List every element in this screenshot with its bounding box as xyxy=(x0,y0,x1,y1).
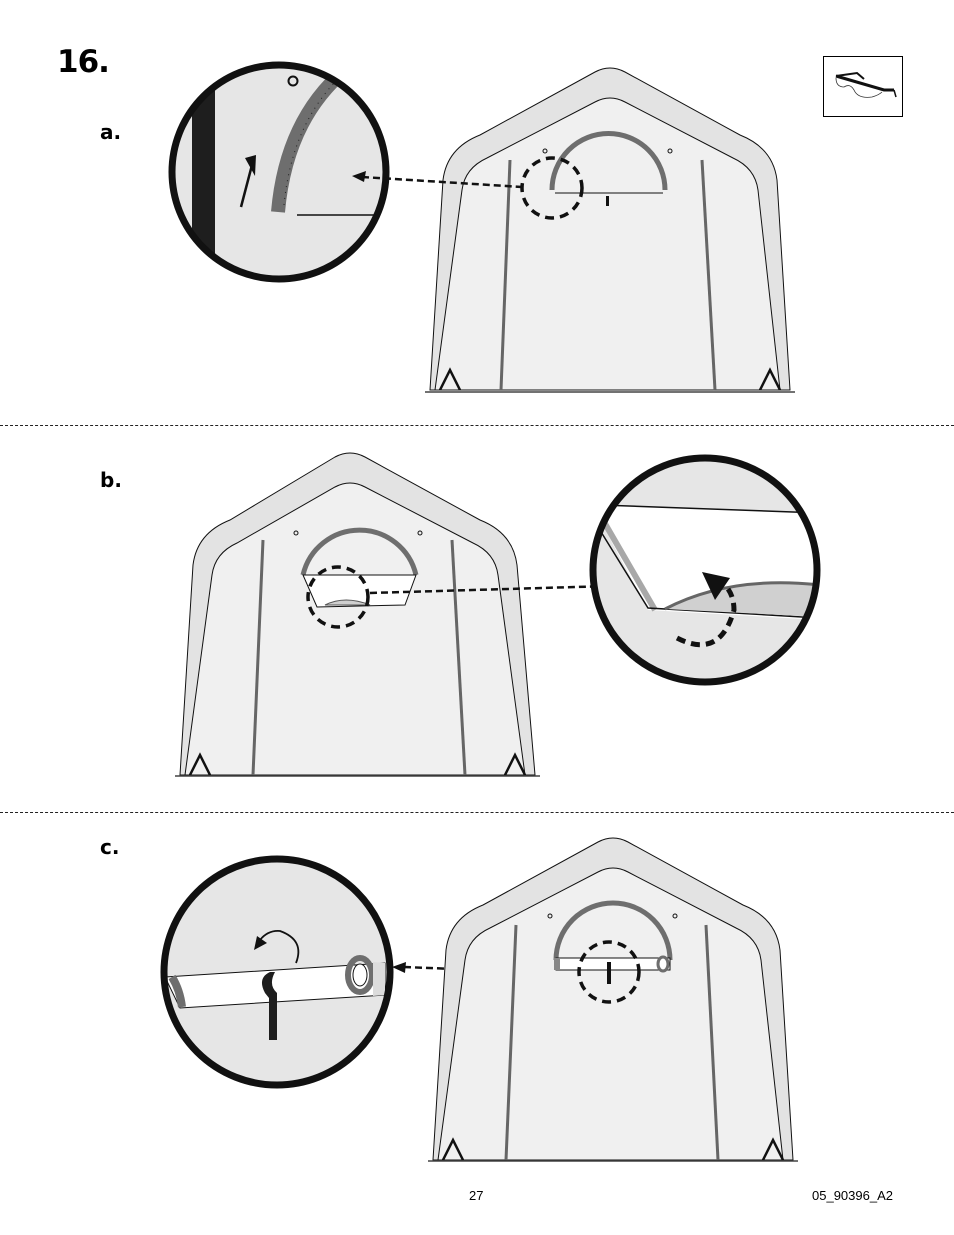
callout-arrow-a xyxy=(352,171,523,189)
section-divider xyxy=(0,812,954,813)
tent-illustration-c xyxy=(428,837,798,1162)
tent-illustration-a xyxy=(425,67,795,393)
detail-circle-c xyxy=(160,855,394,1089)
detail-callout-circle-b xyxy=(306,565,370,629)
rotate-arrow-icon xyxy=(259,930,300,964)
detail-circle-a xyxy=(168,61,390,283)
document-code: 05_90396_A2 xyxy=(812,1188,893,1203)
safety-glasses-icon xyxy=(835,71,897,98)
page-number: 27 xyxy=(469,1188,484,1203)
detail-callout-circle-c xyxy=(577,940,641,1004)
substep-a-label: a. xyxy=(100,120,122,144)
curved-arrow-icon xyxy=(675,583,737,648)
section-divider xyxy=(0,425,954,426)
substep-b-label: b. xyxy=(100,468,122,492)
detail-callout-circle-a xyxy=(520,156,584,220)
substep-c-label: c. xyxy=(100,835,120,859)
step-number: 16. xyxy=(57,44,110,80)
tent-illustration-b xyxy=(175,452,540,777)
up-arrow-icon xyxy=(239,164,254,208)
detail-circle-b xyxy=(589,454,821,686)
safety-glasses-box xyxy=(823,56,903,117)
